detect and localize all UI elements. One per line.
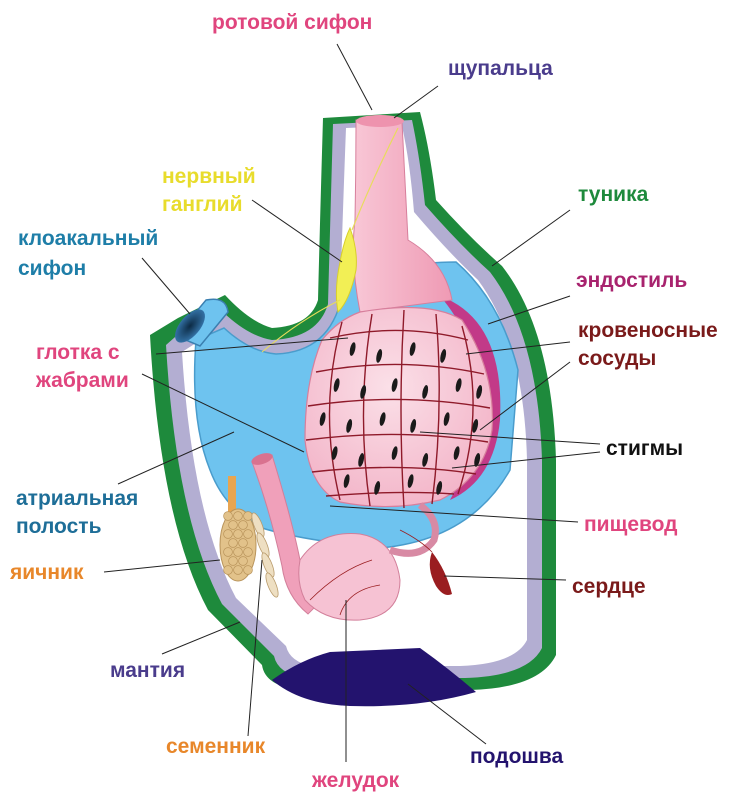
oral-siphon-opening (356, 115, 404, 127)
ovary-egg (234, 566, 243, 575)
leader-cloacal (142, 258, 190, 314)
stomach-shape (299, 534, 400, 621)
ovary-egg (234, 512, 243, 521)
label-atrial-cavity-line1: атриальная (16, 486, 138, 511)
ovary-egg (224, 530, 233, 539)
label-pharynx-line2: жабрами (36, 368, 129, 393)
label-blood-vessels-line2: сосуды (578, 346, 656, 371)
ovary-egg (229, 557, 238, 566)
label-cloacal-siphon-line2: сифон (18, 256, 86, 281)
label-tunic: туника (578, 182, 648, 207)
ovary-egg (244, 548, 253, 557)
ovary-egg (229, 521, 238, 530)
ovary-egg (229, 539, 238, 548)
label-cloacal-siphon-line1: клоакальный (18, 226, 158, 251)
ovary-egg (244, 512, 253, 521)
label-oral-siphon: ротовой сифон (212, 10, 372, 35)
ovary-egg (224, 566, 233, 575)
ovary-egg (239, 521, 248, 530)
ovary-egg (244, 566, 253, 575)
leader-oral-siphon (337, 44, 372, 110)
ovary-egg (224, 512, 233, 521)
label-mantle: мантия (110, 658, 185, 683)
label-testis: семенник (166, 734, 265, 759)
label-ovary: яичник (10, 560, 83, 585)
ovary-egg (239, 539, 248, 548)
label-heart: сердце (572, 574, 646, 599)
ovary-egg (239, 557, 248, 566)
label-endostyle: эндостиль (576, 268, 687, 293)
label-blood-vessels-line1: кровеносные (578, 318, 718, 343)
label-stomach: желудок (312, 768, 399, 793)
ovary-egg (234, 548, 243, 557)
ovary-egg (224, 548, 233, 557)
ovary-egg (244, 530, 253, 539)
label-nerve-ganglion-line2: ганглий (162, 192, 243, 217)
label-nerve-ganglion-line1: нервный (162, 164, 256, 189)
label-foot: подошва (470, 744, 563, 769)
leader-mantle (162, 622, 240, 654)
label-stigmata: стигмы (606, 436, 683, 461)
leader-tunic (492, 210, 570, 266)
ovary-egg (234, 530, 243, 539)
label-atrial-cavity-line2: полость (16, 514, 101, 539)
label-tentacles: щупальца (448, 56, 553, 81)
label-esophagus: пищевод (584, 512, 678, 537)
label-pharynx-line1: глотка с (36, 340, 120, 365)
